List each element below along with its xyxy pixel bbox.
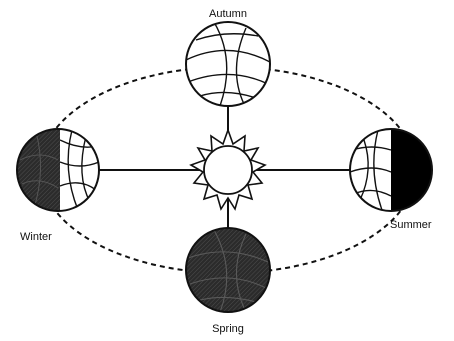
- sun-icon: [191, 130, 265, 209]
- spring-globe: [186, 228, 270, 312]
- autumn-globe: [186, 22, 270, 106]
- summer-label: Summer: [390, 219, 432, 231]
- autumn-label: Autumn: [209, 8, 247, 20]
- winter-label: Winter: [20, 231, 52, 243]
- spring-label: Spring: [212, 323, 244, 335]
- winter-globe: [17, 129, 99, 211]
- summer-globe: [350, 129, 432, 211]
